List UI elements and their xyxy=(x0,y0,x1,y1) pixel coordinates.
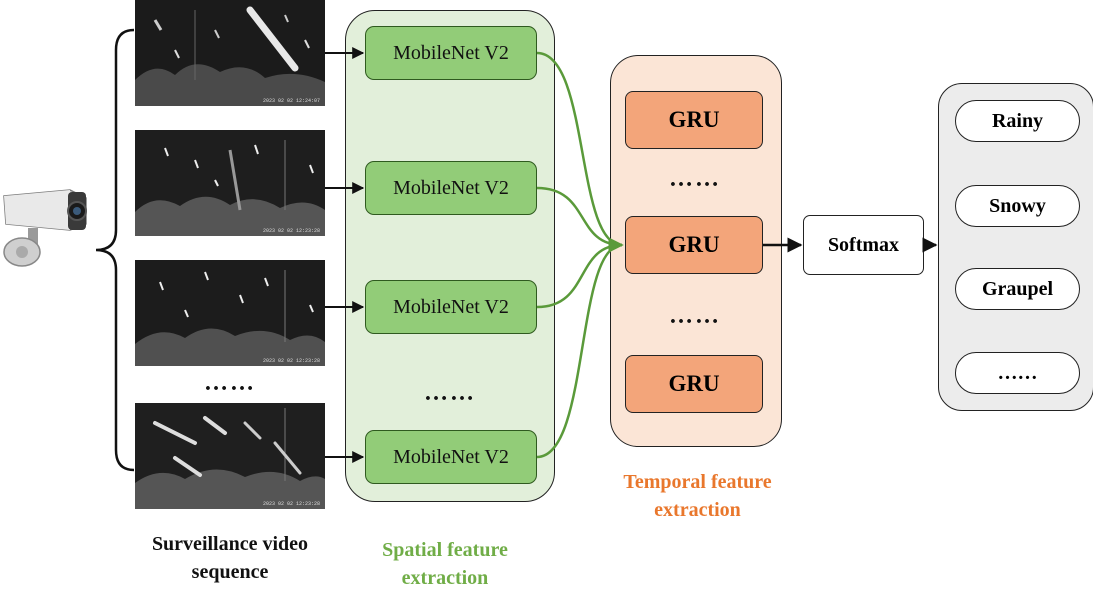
class-pill: …… xyxy=(955,352,1080,394)
mobilenet-to-gru-connector xyxy=(536,237,624,459)
mobilenet-module: MobileNet V2 xyxy=(365,26,537,80)
video-frame: 2023 02 02 12:23:28 xyxy=(135,130,325,236)
video-frame: 2023 02 02 12:23:28 xyxy=(135,403,325,509)
softmax-box: Softmax xyxy=(803,215,924,275)
class-pill: Snowy xyxy=(955,185,1080,227)
gru-unit: GRU xyxy=(625,91,763,149)
mobilenet-module: MobileNet V2 xyxy=(365,161,537,215)
video-frame: 2023 02 02 12:23:28 xyxy=(135,260,325,366)
spatial-ellipsis: …… xyxy=(424,380,476,406)
frame-ellipsis: …… xyxy=(204,370,256,396)
spatial-caption: Spatial feature extraction xyxy=(335,536,555,592)
frame-timestamp: 2023 02 02 12:23:28 xyxy=(263,501,320,507)
mobilenet-to-gru-connector xyxy=(536,51,624,253)
left-brace xyxy=(95,28,135,472)
input-caption-line1: Surveillance video xyxy=(151,533,309,555)
surveillance-camera-icon xyxy=(3,189,87,267)
frame-timestamp: 2023 02 02 12:24:07 xyxy=(263,98,320,104)
temporal-caption: Temporal feature extraction xyxy=(590,468,805,524)
frame-timestamp: 2023 02 02 12:23:28 xyxy=(263,358,320,364)
mobilenet-module: MobileNet V2 xyxy=(365,280,537,334)
input-caption-line2: sequence xyxy=(191,561,269,583)
gru-unit: GRU xyxy=(625,355,763,413)
gru-unit: GRU xyxy=(625,216,763,274)
mobilenet-to-gru-connector xyxy=(536,237,624,309)
frame-timestamp: 2023 02 02 12:23:28 xyxy=(263,228,320,234)
class-pill: Rainy xyxy=(955,100,1080,142)
mobilenet-to-gru-connector xyxy=(536,186,624,253)
temporal-ellipsis: …… xyxy=(669,166,721,192)
spatial-feature-group xyxy=(345,10,555,502)
spatial-caption-line1: Spatial feature xyxy=(382,539,508,561)
temporal-caption-line1: Temporal feature xyxy=(623,471,772,493)
class-pill: Graupel xyxy=(955,268,1080,310)
spatial-caption-line2: extraction xyxy=(401,567,489,589)
mobilenet-module: MobileNet V2 xyxy=(365,430,537,484)
temporal-ellipsis: …… xyxy=(669,303,721,329)
input-caption: Surveillance video sequence xyxy=(120,530,340,586)
temporal-caption-line2: extraction xyxy=(654,499,741,521)
video-frame: 2023 02 02 12:24:07 xyxy=(135,0,325,106)
